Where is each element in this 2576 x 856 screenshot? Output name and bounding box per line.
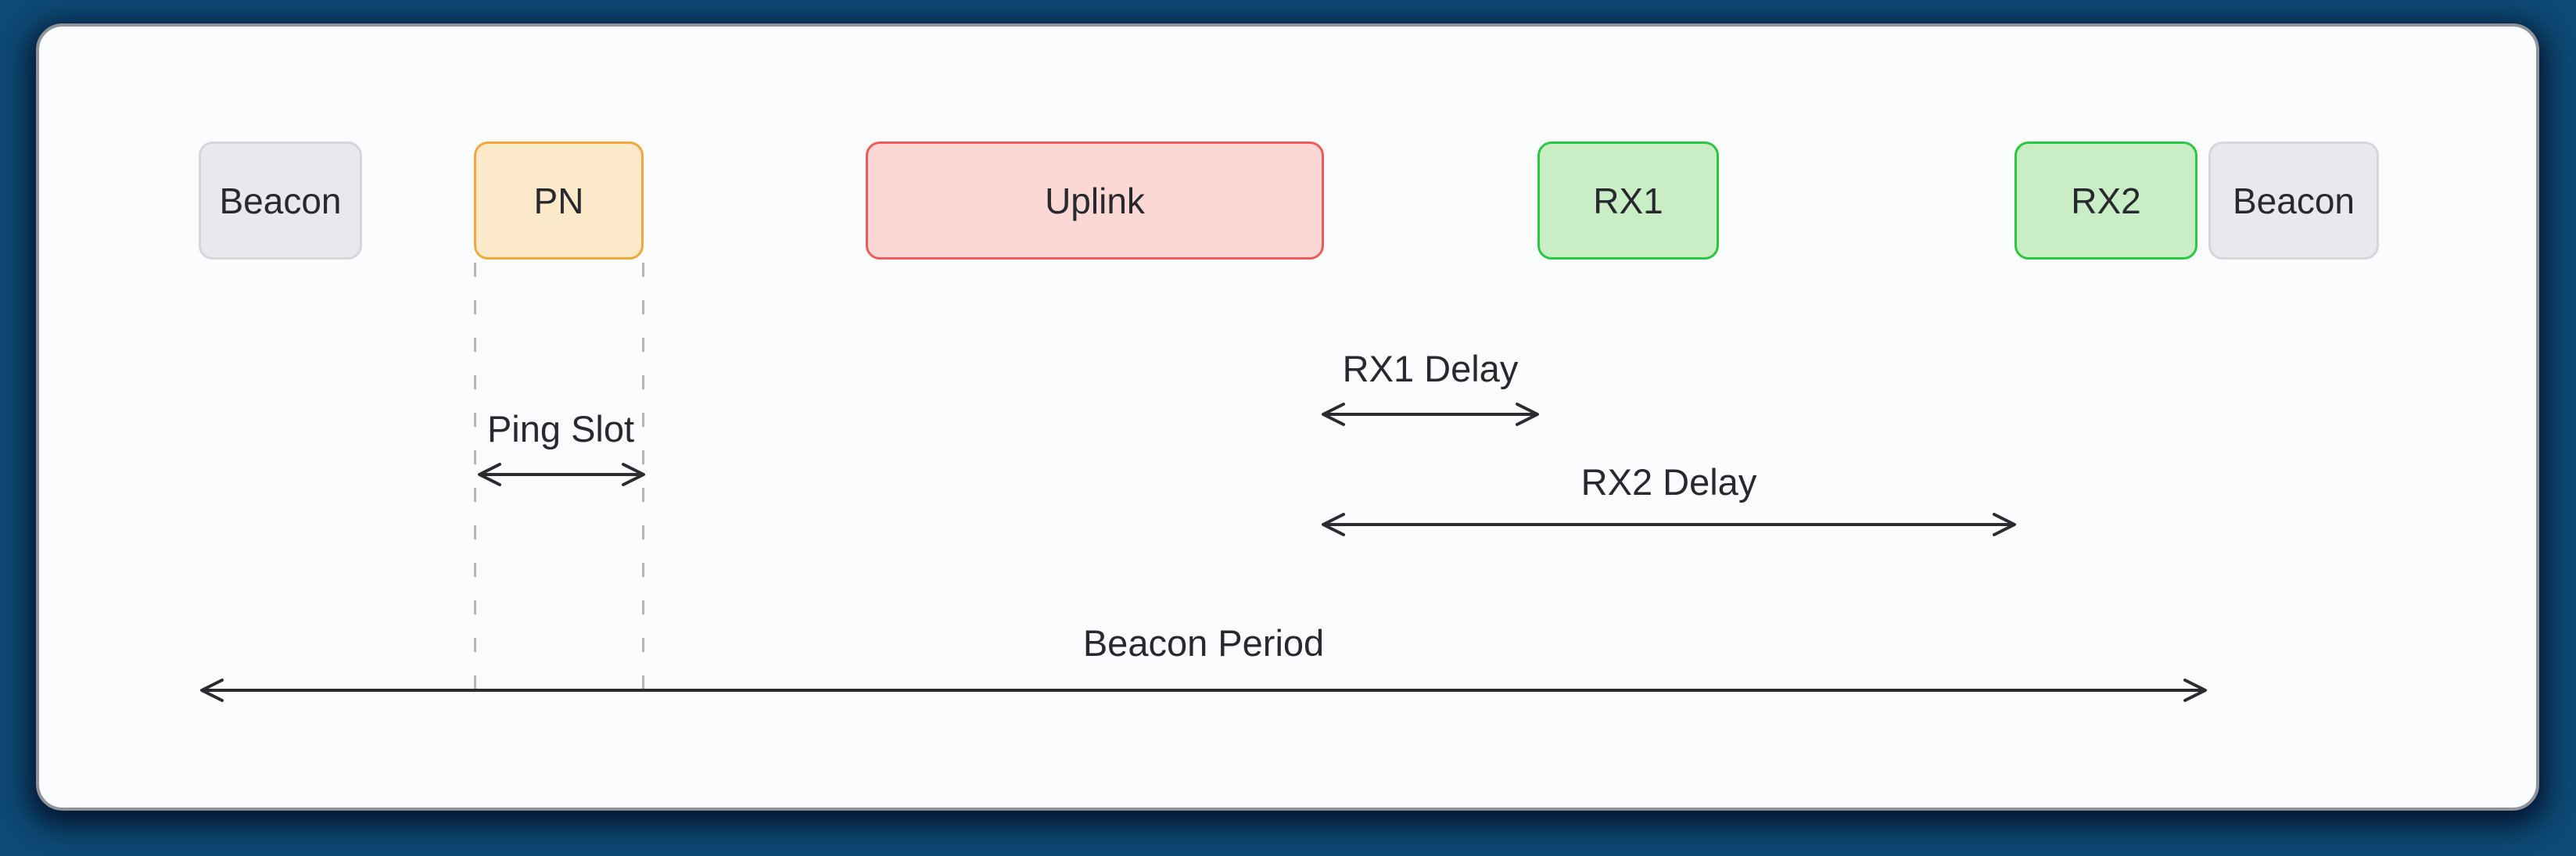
- beacon-start-label: Beacon: [219, 180, 342, 221]
- ping-slot-label: Ping Slot: [486, 408, 635, 449]
- rx1-label: RX1: [1593, 180, 1663, 221]
- beacon-period-label: Beacon Period: [1082, 622, 1325, 664]
- beacon-start-box: Beacon: [199, 141, 362, 260]
- uplink-label: Uplink: [1045, 180, 1145, 221]
- uplink-box: Uplink: [866, 141, 1324, 260]
- rx2-box: RX2: [2015, 141, 2197, 260]
- rx1-delay-label: RX1 Delay: [1342, 348, 1519, 389]
- rx2-delay-label: RX2 Delay: [1580, 461, 1757, 503]
- rx2-label: RX2: [2071, 180, 2141, 221]
- rx1-box: RX1: [1537, 141, 1719, 260]
- pn-box: PN: [474, 141, 644, 260]
- beacon-end-label: Beacon: [2232, 180, 2355, 221]
- beacon-end-box: Beacon: [2208, 141, 2379, 260]
- pn-label: PN: [533, 180, 584, 221]
